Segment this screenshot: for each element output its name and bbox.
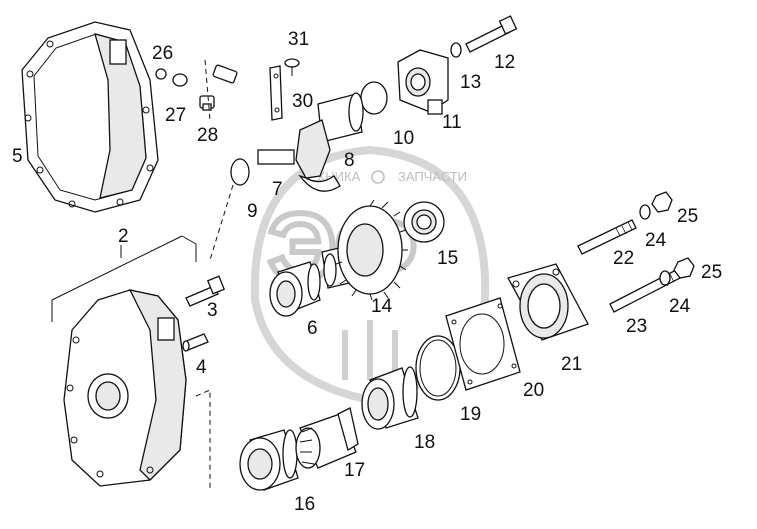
part-28-plug [199, 95, 215, 111]
part-9-plug [230, 158, 250, 186]
watermark-wheat-icon [342, 320, 398, 380]
part-30-plate [269, 65, 283, 121]
part-21-bearing-cover [507, 263, 589, 341]
callout-15: 15 [437, 248, 458, 269]
part-6-bearing [269, 261, 321, 317]
part-3-bolt [185, 275, 226, 307]
callout-6: 6 [307, 318, 318, 339]
callout-9: 9 [247, 201, 258, 222]
callout-11: 11 [442, 112, 462, 133]
callout-5: 5 [12, 146, 23, 167]
watermark-right-word: ЗАПЧАСТИ [398, 169, 467, 184]
callout-24-top: 24 [645, 230, 667, 251]
part-4-pin [182, 333, 209, 352]
callout-20: 20 [523, 380, 544, 401]
callout-16: 16 [294, 494, 315, 515]
callout-25-bottom: 25 [701, 262, 722, 283]
part-18-bearing [361, 366, 419, 430]
callout-3: 3 [207, 300, 218, 321]
part-12-bolt [465, 15, 518, 53]
part-25-nut-bottom [673, 257, 695, 279]
callout-18: 18 [414, 432, 435, 453]
callout-7: 7 [272, 179, 283, 200]
part-24-washer-bottom [659, 270, 671, 286]
part-31-screw [284, 58, 300, 76]
part-sensor [204, 59, 238, 121]
callout-labels: 2 3 4 5 6 7 8 9 10 11 12 13 14 15 16 17 … [12, 29, 722, 515]
part-10-ring [360, 81, 388, 115]
part-5-cover-gasket [21, 21, 159, 213]
callout-27: 27 [165, 105, 186, 126]
part-17-gear [295, 407, 359, 469]
callout-30: 30 [292, 91, 313, 112]
callout-23: 23 [626, 316, 647, 337]
part-25-nut-top [651, 191, 673, 213]
part-2-housing [63, 289, 187, 487]
part-7-spring [257, 149, 295, 165]
assembly-line-a [209, 184, 234, 261]
part-11-housing [397, 49, 449, 115]
watermark-gear-icon [371, 170, 385, 184]
callout-4: 4 [196, 357, 207, 378]
part-27-o-ring [172, 73, 188, 87]
part-24-washer-top [639, 204, 651, 220]
callout-14: 14 [371, 296, 393, 317]
callout-24-bottom: 24 [669, 296, 691, 317]
part-26-ball [155, 68, 167, 80]
part-20-gasket [445, 297, 521, 391]
callout-19: 19 [460, 404, 481, 425]
callout-28: 28 [197, 125, 218, 146]
callout-31: 31 [288, 29, 309, 50]
callout-26: 26 [152, 43, 173, 64]
callout-21: 21 [561, 354, 582, 375]
callout-17: 17 [344, 460, 365, 481]
part-22-stud [577, 219, 637, 255]
part-13-washer [450, 42, 462, 58]
callout-10: 10 [393, 128, 414, 149]
part-16-bearing [239, 429, 299, 491]
part-2-bracket [51, 235, 197, 322]
part-15-bearing [403, 201, 445, 243]
callout-22: 22 [613, 248, 634, 269]
callout-25-top: 25 [677, 206, 698, 227]
part-14-gear-shaft [321, 199, 408, 301]
callout-2: 2 [118, 226, 129, 247]
assembly-line-b [195, 389, 211, 490]
part-8-shift-fork [295, 92, 364, 192]
callout-8: 8 [344, 150, 355, 171]
part-19-snap-ring [415, 335, 461, 401]
callout-12: 12 [494, 52, 515, 73]
callout-13: 13 [460, 72, 481, 93]
